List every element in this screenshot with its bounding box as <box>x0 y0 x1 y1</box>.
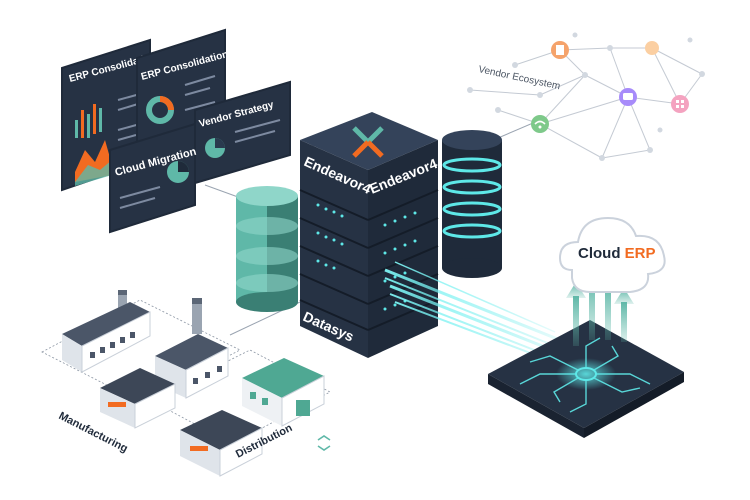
bar-chart-icon <box>75 104 102 138</box>
dashboard-panel-cloud-migration: Cloud Migration <box>109 122 198 234</box>
factory-building-center <box>155 298 229 399</box>
vendor-ecosystem-network: Vendor Ecosystem <box>467 32 705 161</box>
recycle-icon <box>317 435 331 451</box>
node-icon <box>645 41 659 55</box>
circuit-chip <box>488 320 684 438</box>
server-tower: Endeavor4 Endeavor4 Datasys <box>299 112 440 358</box>
cloud-label-accent: ERP <box>625 245 656 262</box>
endeavor4-logo <box>352 126 384 158</box>
factory-building-left <box>62 290 151 373</box>
warehouse-dark <box>180 410 263 477</box>
dashboard-panel-vendor-strategy: Vendor Strategy <box>194 80 291 185</box>
server-leds <box>316 203 417 311</box>
grid-icon <box>671 95 689 113</box>
cloud-erp-label: Cloud ERP <box>578 245 656 262</box>
cloud-icon <box>558 216 666 293</box>
database-cylinder-teal <box>236 186 298 312</box>
warehouse-teal <box>242 358 325 427</box>
warehouse-orange <box>100 368 176 429</box>
wifi-icon <box>531 115 549 133</box>
database-cylinder-dark <box>442 130 502 278</box>
vendor-ecosystem-label: Vendor Ecosystem <box>477 64 561 92</box>
cloud-label-prefix: Cloud <box>578 245 625 262</box>
